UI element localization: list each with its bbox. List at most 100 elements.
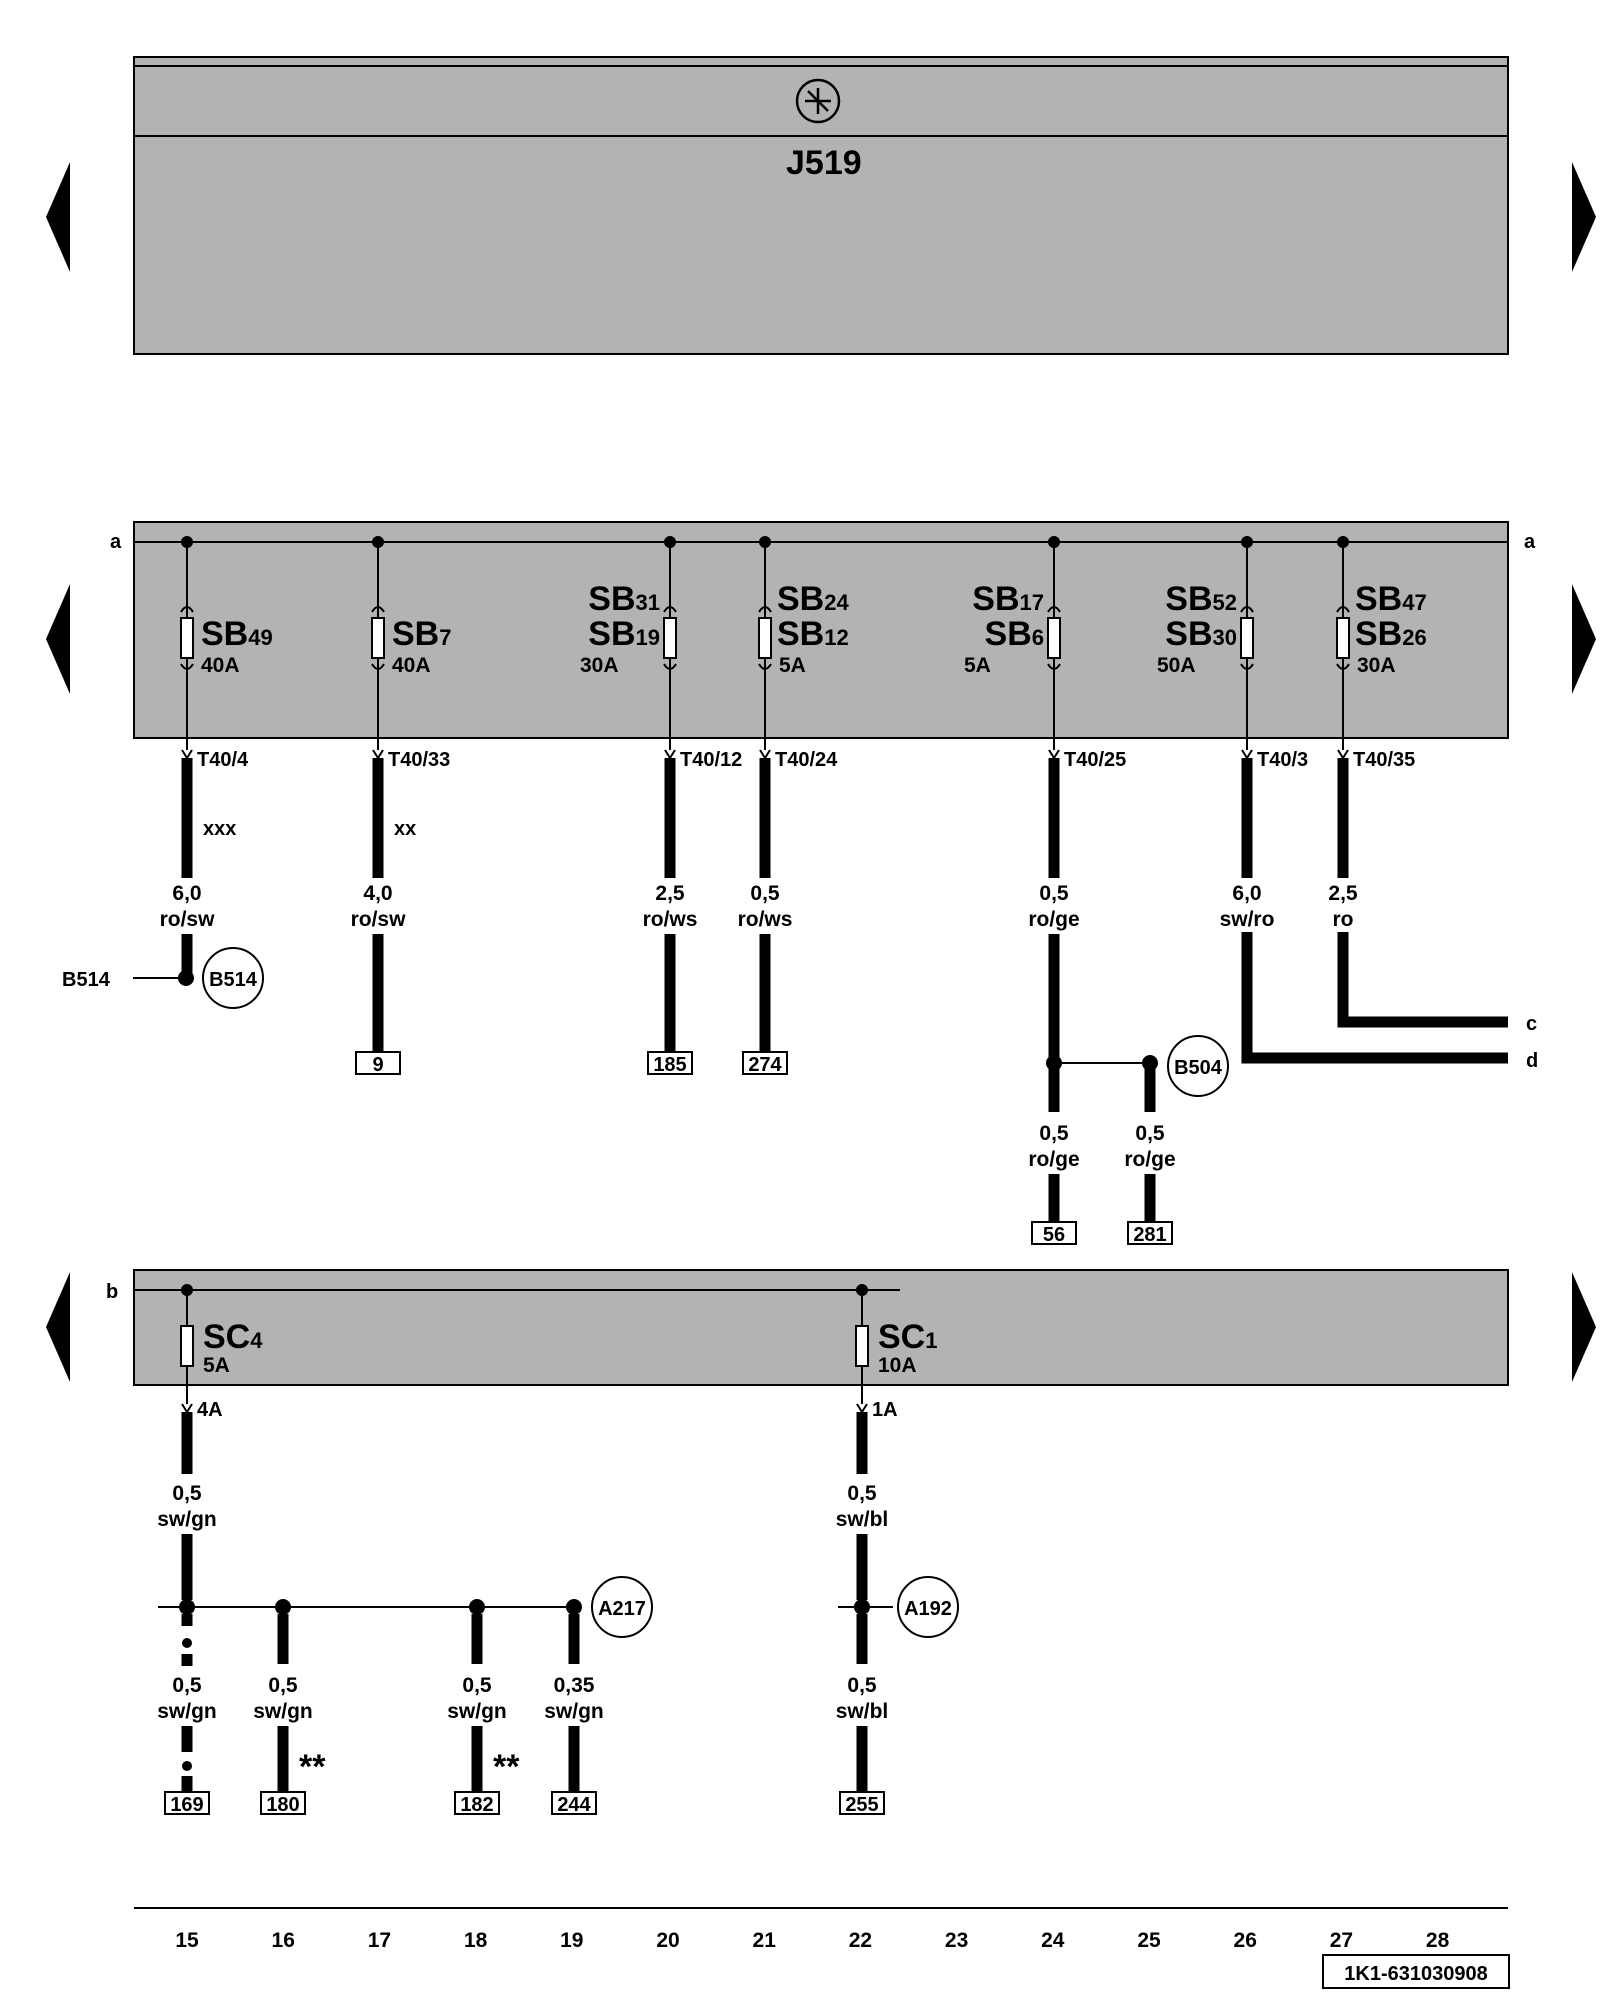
wire-color: sw/ro [1220,908,1275,931]
fuse-rating: 50A [1157,654,1196,677]
fuse-icon [1240,604,1254,670]
prev-arrow-icon[interactable] [46,584,70,694]
wire-gauge: 0,5 [172,1674,202,1697]
wire-color: ro/ge [1028,1148,1079,1171]
bus-label-c: c [1526,1013,1537,1035]
pin-arrow-icon [664,749,676,760]
b504-connector-label: B504 [1174,1057,1223,1079]
scale-number: 24 [1041,1929,1065,1952]
fuse-icon [1336,604,1350,670]
continuation-wires: c d [1241,932,1538,1072]
pin-arrow-icon [1241,749,1253,760]
pin-arrow-icon [372,749,384,760]
next-arrow-icon[interactable] [1572,584,1596,694]
wire-note: ** [299,1748,326,1786]
pin-label: 4A [197,1399,223,1421]
pin-label: T40/35 [1353,749,1415,771]
wire-gauge: 0,35 [554,1674,595,1697]
wire-color: ro/sw [160,908,216,931]
fuse-label: SB6 [985,615,1044,653]
wire-gauge: 0,5 [268,1674,298,1697]
fuse-rating: 5A [779,654,806,677]
wire-gauge: 0,5 [847,1482,877,1505]
fuse-label: SB12 [777,615,849,653]
scale-number: 15 [175,1929,199,1952]
fuse-rating: 40A [201,654,240,677]
pin-arrow-icon [181,749,193,760]
wire-color: sw/gn [253,1700,313,1723]
fuse-rating: 40A [392,654,431,677]
scale-number: 28 [1426,1929,1450,1952]
b514-label: B514 [62,969,111,991]
next-arrow-icon[interactable] [1572,1272,1596,1382]
prev-arrow-icon[interactable] [46,162,70,272]
wire-gauge: 0,5 [847,1674,877,1697]
scale-number: 23 [945,1929,968,1952]
a217-connector-label: A217 [598,1598,646,1620]
wire-color: sw/bl [836,1700,889,1723]
bus-label-a: a [1524,531,1536,553]
fuse-rating: 30A [580,654,619,677]
fuse-label: SC4 [203,1318,263,1356]
fuse-label: SB7 [392,615,451,653]
wire-note: xxx [203,818,236,840]
wire-color: sw/gn [157,1700,217,1723]
wire-note: xx [394,818,416,840]
fuse-icon [1047,604,1061,670]
wire-gauge: 2,5 [1328,882,1358,905]
wire-gauge: 0,5 [750,882,780,905]
fuse-icon [371,604,385,670]
wire-gauge: 0,5 [1039,882,1069,905]
scale-number: 27 [1330,1929,1353,1952]
wire-color: ro/sw [351,908,407,931]
fuse-rating: 30A [1357,654,1396,677]
fuse-label: SB49 [201,615,273,653]
wire-color: ro/ge [1028,908,1079,931]
scale-number: 18 [464,1929,488,1952]
ground-symbol-icon [795,78,841,124]
fuse-icon [180,1325,194,1367]
pin-arrow-icon [1048,749,1060,760]
fuse-rating: 10A [878,1354,917,1377]
a217-branches: 0,5sw/gn1690,5sw/gn**1800,5sw/gn**1820,3… [157,1614,604,1816]
target-box-label: 180 [266,1794,299,1816]
wire-gauge: 4,0 [363,882,392,905]
nav-arrows[interactable] [46,162,1596,1382]
scale-number: 17 [368,1929,391,1952]
bus-label-a: a [110,531,122,553]
fuse-label: SB30 [1165,615,1237,653]
target-box-label: 274 [748,1054,782,1076]
pin-label: 1A [872,1399,898,1421]
fuse-label: SC1 [878,1318,937,1356]
target-box-label: 9 [372,1054,383,1076]
fuse-rating: 5A [203,1354,230,1377]
wire-color: sw/bl [836,1508,889,1531]
fuse-label: SB26 [1355,615,1427,653]
a192-connector-label: A192 [904,1598,952,1620]
target-box-label: 281 [1133,1224,1166,1246]
pin-label: T40/25 [1064,749,1126,771]
prev-arrow-icon[interactable] [46,1272,70,1382]
scale-number: 20 [656,1929,679,1952]
next-arrow-icon[interactable] [1572,162,1596,272]
wire-color: ro/ws [643,908,698,931]
wire-gauge: 0,5 [462,1674,492,1697]
target-box-label: 244 [557,1794,591,1816]
scale-number: 22 [849,1929,872,1952]
wire-gauge: 6,0 [172,882,201,905]
scale-number: 21 [753,1929,777,1952]
target-box-label: 255 [845,1794,878,1816]
bus-label-b: b [106,1281,118,1303]
fuse-icon [855,1325,869,1367]
